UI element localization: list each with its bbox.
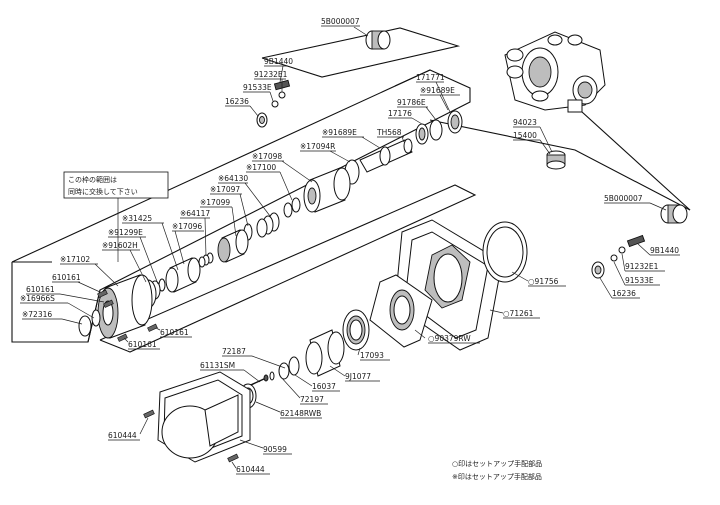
label-17098: ※17098 — [252, 152, 282, 161]
label-91786e: 91786E — [397, 98, 426, 107]
label-5b000007-top: 5B000007 — [321, 17, 360, 26]
label-17102: ※17102 — [60, 255, 90, 264]
label-61131sm: 61131SM — [200, 361, 235, 370]
label-91299e: ※91299E — [108, 228, 143, 237]
label-171771: 171771 — [416, 73, 445, 82]
label-71261: ○71261 — [503, 309, 534, 318]
seal-plate-90379rw — [369, 274, 433, 348]
stem-th568 — [359, 138, 413, 173]
connector-5b000007-top — [365, 30, 391, 50]
label-31425: ※31425 — [122, 214, 152, 223]
label-9j1077: 9J1077 — [345, 372, 371, 381]
gasket-ring-91756 — [482, 221, 528, 283]
label-62148rwb: 62148RWB — [280, 409, 321, 418]
label-610444-b: 610444 — [236, 465, 265, 474]
label-th568: TH568 — [376, 128, 402, 137]
spring-64130 — [256, 212, 280, 238]
label-72197: 72197 — [300, 395, 324, 404]
label-90599: 90599 — [263, 445, 287, 454]
label-9b1440-right: 9B1440 — [650, 246, 679, 255]
label-91689e-b: ※91689E — [322, 128, 357, 137]
label-610161-b: 610161 — [26, 285, 55, 294]
label-610444-a: 610444 — [108, 431, 137, 440]
label-91533e-left: 91533E — [243, 83, 272, 92]
label-17099: ※17099 — [200, 198, 230, 207]
label-9b1440-left: 9B1440 — [264, 57, 293, 66]
label-17093: 17093 — [360, 351, 384, 360]
label-91232e1-right: 91232E1 — [625, 262, 659, 271]
label-72316: ※72316 — [22, 310, 52, 319]
label-17094r: ※17094R — [300, 142, 335, 151]
leader-lines — [59, 26, 667, 469]
label-16236-right: 16236 — [612, 289, 636, 298]
label-64117: ※64117 — [180, 209, 210, 218]
small-rings-72187-16037-72197 — [269, 356, 300, 381]
cartridge-rings-upper — [415, 110, 463, 145]
holder-17096 — [165, 257, 201, 293]
frame-note-line1: この枠の範囲は — [68, 175, 117, 184]
label-610161-a: 610161 — [52, 273, 81, 282]
label-94023: 94023 — [513, 118, 537, 127]
label-72187: 72187 — [222, 347, 246, 356]
frame-note-line2: 同時に交換して下さい — [68, 187, 138, 196]
screws-610161 — [97, 289, 158, 342]
label-91232e1-left: 91232E1 — [254, 70, 288, 79]
legend-circle-note: ○印はセットアップ手配部品 — [452, 459, 542, 468]
cartridge-body-17102 — [97, 274, 153, 339]
nut-17093 — [342, 309, 370, 351]
label-16236-left: 16236 — [225, 97, 249, 106]
part-labels: 5B000007 9B1440 91232E1 91533E 16236 171… — [20, 17, 680, 475]
guide-17099 — [217, 229, 249, 263]
label-16966s: ※16966S — [20, 294, 55, 303]
screws-610444 — [143, 409, 239, 463]
label-17176: 17176 — [388, 109, 412, 118]
label-16037: 16037 — [312, 382, 336, 391]
label-64130: ※64130 — [218, 174, 248, 183]
nut-94023 — [546, 150, 566, 170]
small-parts-16966s-72316 — [78, 309, 101, 337]
label-91756: ○91756 — [528, 277, 559, 286]
label-91689e-a: ※91689E — [420, 86, 455, 95]
handle-90599 — [157, 371, 251, 463]
frame-note-box: この枠の範囲は 同時に交換して下さい — [63, 171, 169, 199]
label-610161-d: 610161 — [128, 340, 157, 349]
label-610161-c: 610161 — [160, 328, 189, 337]
label-90379rw: ○90379RW — [428, 334, 471, 343]
label-17097: ※17097 — [210, 185, 240, 194]
legend-asterisk-note: ※印はセットアップ手配部品 — [452, 472, 542, 481]
label-15400: 15400 — [513, 131, 537, 140]
small-rings-17100 — [283, 197, 301, 218]
legend: ○印はセットアップ手配部品 ※印はセットアップ手配部品 — [452, 459, 542, 481]
label-91602h: ※91602H — [102, 241, 138, 250]
label-91533e-right: 91533E — [625, 276, 654, 285]
label-5b000007-right: 5B000007 — [604, 194, 643, 203]
adapter-9j1077 — [305, 329, 345, 377]
spindle-17098 — [303, 167, 351, 213]
label-17100: ※17100 — [246, 163, 276, 172]
valve-body — [504, 31, 606, 113]
label-17096: ※17096 — [172, 222, 202, 231]
